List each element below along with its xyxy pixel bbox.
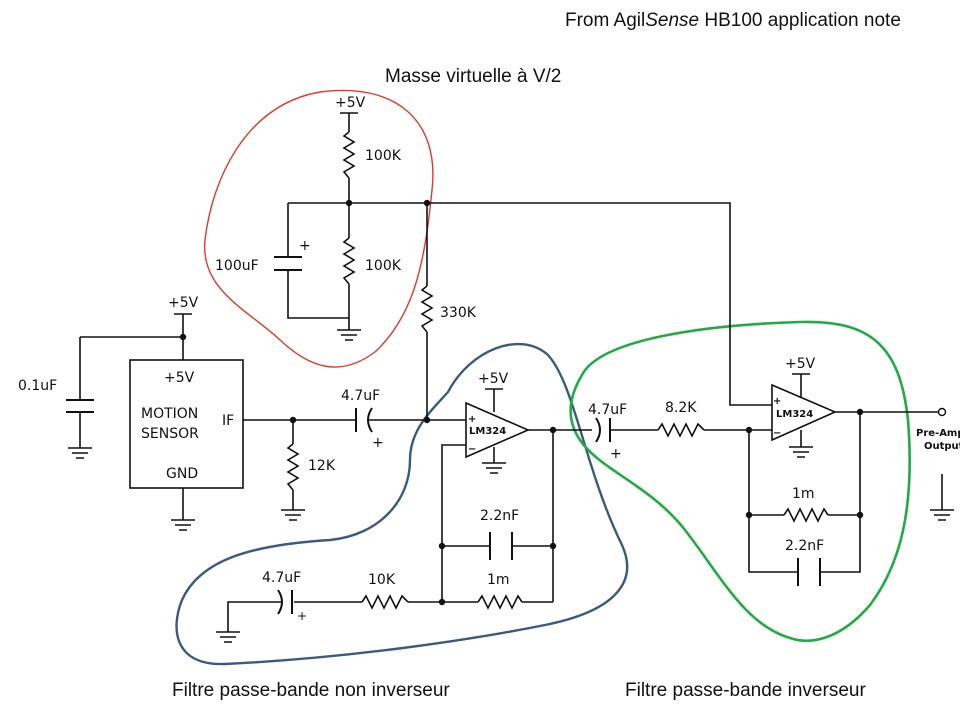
svg-text:0.1uF: 0.1uF — [18, 378, 57, 394]
svg-text:2.2nF: 2.2nF — [785, 538, 824, 554]
svg-text:1m: 1m — [792, 486, 815, 502]
svg-text:100K: 100K — [365, 258, 402, 274]
opamp-stage-2: 4.7uF + 8.2K +5V + LM324 − Pre-Amp Outpu… — [588, 356, 960, 586]
svg-text:−: − — [773, 428, 781, 439]
svg-text:+: + — [299, 238, 311, 254]
svg-text:+5V: +5V — [785, 356, 816, 372]
ground-symbol — [171, 519, 195, 531]
inverting-filter-caption: Filtre passe-bande inverseur — [625, 680, 866, 701]
resistor-1m-2 — [783, 507, 829, 523]
resistor-1m-1 — [477, 594, 523, 610]
capacitor-100uf — [274, 256, 302, 271]
virtual-ground-divider: +5V 100K 100K + 100uF 330K — [215, 95, 772, 420]
svg-text:100K: 100K — [365, 148, 402, 164]
ground-symbol — [216, 631, 240, 643]
resistor-100k-bottom — [342, 237, 356, 285]
capacitor-2-2nf-2 — [797, 558, 821, 586]
svg-text:LM324: LM324 — [469, 426, 506, 437]
svg-text:+5V: +5V — [164, 370, 195, 386]
resistor-100k-top — [342, 131, 356, 179]
ground-symbol — [930, 509, 954, 521]
svg-text:+: + — [297, 609, 307, 623]
svg-text:4.7uF: 4.7uF — [588, 402, 627, 418]
virtual-ground-caption: Masse virtuelle à V/2 — [385, 66, 561, 87]
noninverting-filter-outline — [175, 342, 629, 666]
svg-text:4.7uF: 4.7uF — [341, 388, 380, 404]
svg-text:Output: Output — [924, 441, 960, 452]
svg-text:12K: 12K — [308, 458, 336, 474]
svg-text:330K: 330K — [440, 305, 477, 321]
capacitor-4-7uf-stage2 — [595, 417, 601, 443]
input-coupling: 12K 4.7uF + — [243, 388, 466, 521]
noninverting-filter-caption: Filtre passe-bande non inverseur — [172, 680, 450, 701]
ground-symbol — [789, 446, 813, 458]
svg-text:10K: 10K — [368, 572, 396, 588]
svg-text:IF: IF — [222, 413, 234, 429]
capacitor-0-1uf — [66, 399, 94, 413]
svg-text:+5V: +5V — [168, 295, 199, 311]
svg-text:Pre-Amp: Pre-Amp — [916, 428, 960, 439]
ground-symbol — [281, 509, 305, 521]
opamp-stage-1: +5V + LM324 − 2.2nF 1m 10K 4.7uF + — [216, 371, 592, 643]
svg-text:+: + — [468, 414, 476, 425]
output-terminal — [937, 407, 947, 417]
svg-text:+: + — [372, 435, 384, 451]
motion-sensor-block: +5V +5V MOTION SENSOR IF GND 0.1uF — [18, 295, 244, 531]
svg-text:+5V: +5V — [335, 95, 366, 111]
virtual-ground-outline — [204, 89, 434, 368]
svg-text:1m: 1m — [487, 572, 510, 588]
resistor-330k — [420, 285, 434, 333]
inverting-filter-outline — [569, 320, 911, 642]
svg-text:MOTION: MOTION — [141, 406, 198, 422]
svg-text:+: + — [610, 446, 622, 462]
svg-text:2.2nF: 2.2nF — [480, 508, 519, 524]
capacitor-2-2nf-1 — [489, 532, 513, 560]
svg-text:8.2K: 8.2K — [665, 400, 697, 416]
opamp-lm324-1 — [465, 401, 531, 459]
ground-symbol — [337, 318, 361, 341]
ground-symbol — [482, 462, 506, 474]
svg-text:LM324: LM324 — [776, 409, 813, 420]
svg-text:−: − — [468, 444, 476, 455]
ground-symbol — [68, 447, 92, 459]
svg-text:+5V: +5V — [478, 371, 509, 387]
source-note: From AgilSense HB100 application note — [565, 10, 901, 31]
svg-text:SENSOR: SENSOR — [141, 426, 199, 442]
svg-text:4.7uF: 4.7uF — [262, 570, 301, 586]
svg-text:100uF: 100uF — [215, 258, 259, 274]
svg-text:+: + — [773, 396, 781, 407]
motion-sensor — [129, 359, 244, 489]
resistor-8-2k — [657, 422, 705, 438]
svg-text:GND: GND — [166, 466, 198, 482]
opamp-lm324-2 — [771, 383, 837, 442]
resistor-10k — [361, 594, 409, 610]
resistor-12k — [286, 443, 300, 491]
